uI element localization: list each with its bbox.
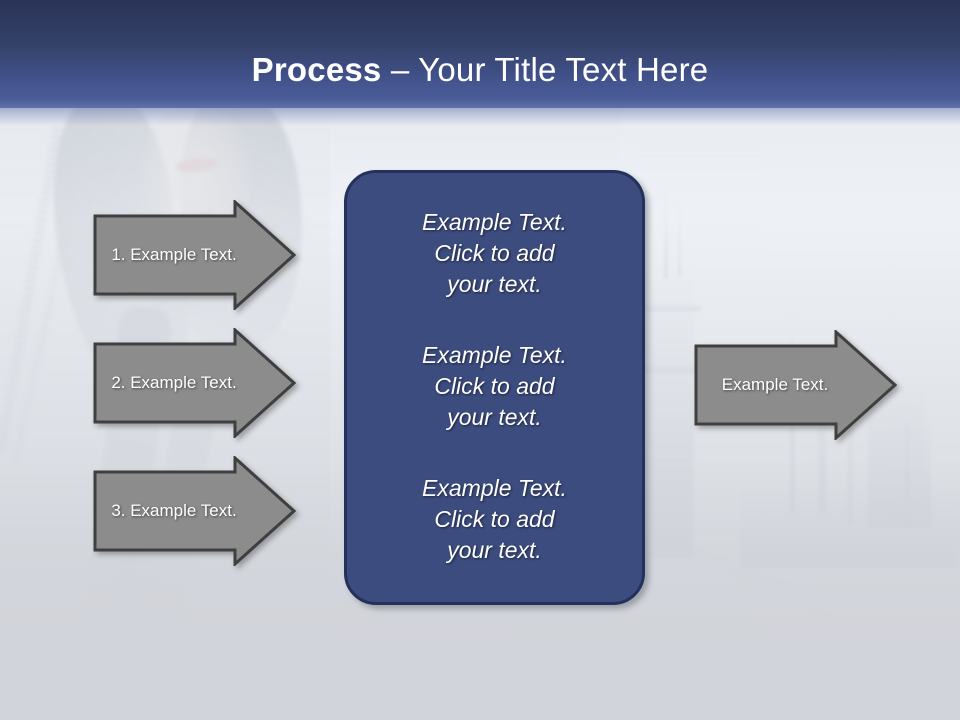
process-input-arrow-1[interactable]: 1. Example Text. <box>93 200 296 310</box>
title-bar-fade <box>0 100 960 126</box>
panel-text-block-1-line2: Click to add <box>434 240 555 266</box>
panel-text-block-2: Example Text. Click to add your text. <box>380 340 610 433</box>
right-arrow-icon <box>93 200 296 310</box>
panel-text-block-2-line3: your text. <box>447 404 542 430</box>
panel-text-block-1-line3: your text. <box>447 271 542 297</box>
process-center-panel[interactable]: Example Text. Click to add your text. Ex… <box>344 170 645 605</box>
panel-text-block-3: Example Text. Click to add your text. <box>380 473 610 566</box>
process-output-arrow[interactable]: Example Text. <box>694 330 897 440</box>
right-arrow-icon <box>93 456 296 566</box>
panel-text-block-1: Example Text. Click to add your text. <box>380 207 610 300</box>
process-input-arrow-3-label: 3. Example Text. <box>111 501 237 520</box>
panel-text-block-3-line1: Example Text. <box>422 475 567 501</box>
right-arrow-icon <box>93 328 296 438</box>
right-arrow-icon <box>694 330 897 440</box>
panel-text-block-2-line2: Click to add <box>434 373 555 399</box>
panel-text-block-2-line1: Example Text. <box>422 342 567 368</box>
panel-text-block-3-line2: Click to add <box>434 506 555 532</box>
page-title-rest: – Your Title Text Here <box>381 51 709 88</box>
process-input-arrow-2[interactable]: 2. Example Text. <box>93 328 296 438</box>
page-title: Process – Your Title Text Here <box>0 50 960 90</box>
process-output-arrow-label: Example Text. <box>721 375 829 394</box>
process-input-arrow-3[interactable]: 3. Example Text. <box>93 456 296 566</box>
panel-text-block-1-line1: Example Text. <box>422 209 567 235</box>
title-bar <box>0 0 960 108</box>
process-input-arrow-2-label: 2. Example Text. <box>111 373 237 392</box>
page-title-bold: Process <box>251 51 382 88</box>
panel-text-block-3-line3: your text. <box>447 537 542 563</box>
process-input-arrow-1-label: 1. Example Text. <box>111 245 237 264</box>
